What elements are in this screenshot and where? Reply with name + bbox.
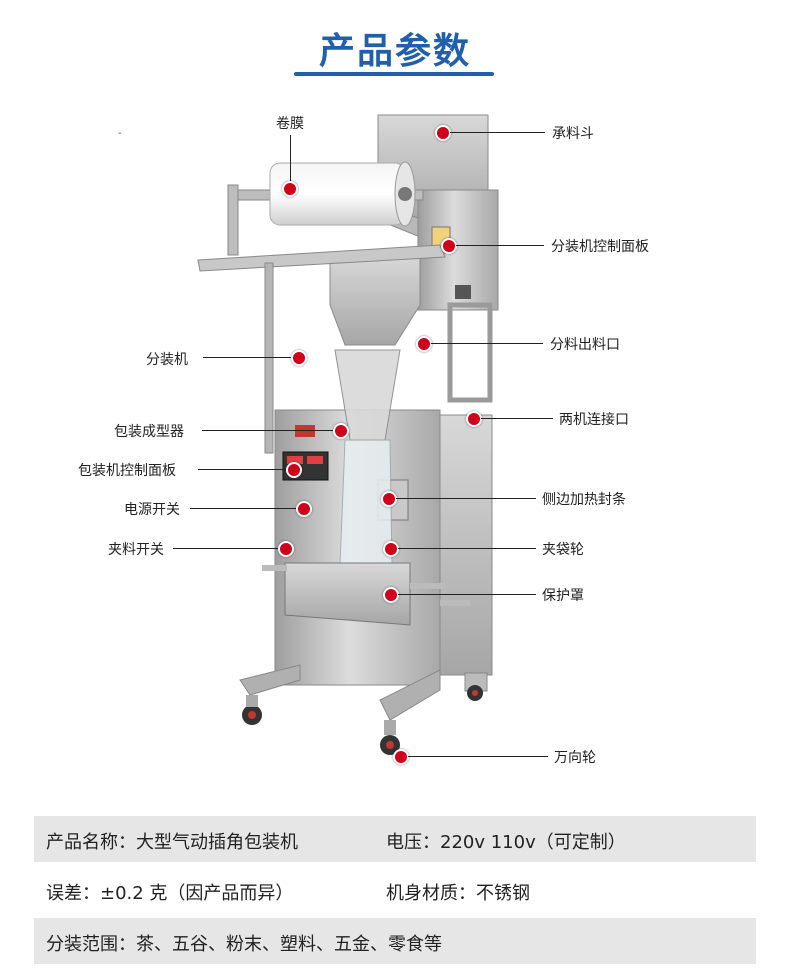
marker-doser	[291, 350, 307, 366]
page-title: 产品参数	[318, 31, 471, 72]
machine-diagram: 卷膜 承料斗 分装机控制面板 分装机 分料出料口 包装成型器 两机连接口 包装机…	[0, 95, 790, 805]
spec-voltage: 电压：220v 110v（可定制）	[386, 832, 626, 853]
leader-guard	[398, 594, 536, 595]
marker-dosing-outlet	[416, 336, 432, 352]
leader-film-roll	[290, 135, 291, 187]
callout-dosing-panel: 分装机控制面板	[551, 239, 649, 255]
spec-material: 机身材质：不锈钢	[386, 883, 530, 904]
callout-doser: 分装机	[146, 352, 188, 368]
leader-packer-panel	[198, 469, 286, 470]
callout-clamp-switch: 夹料开关	[108, 542, 164, 558]
spec-row-1: 产品名称：大型气动插角包装机 电压：220v 110v（可定制）	[34, 816, 756, 862]
callout-caster: 万向轮	[554, 750, 596, 766]
title-underline	[294, 72, 494, 76]
leader-bag-former	[202, 430, 334, 431]
stray-mark: -	[118, 128, 122, 139]
callout-hopper: 承料斗	[552, 126, 594, 142]
marker-bag-former	[333, 423, 349, 439]
spec-tolerance: 误差：±0.2 克（因产品而异）	[46, 883, 294, 904]
leader-side-sealer	[396, 498, 536, 499]
forming-tube	[334, 349, 401, 566]
leader-dosing-panel	[456, 245, 544, 246]
callout-dosing-outlet: 分料出料口	[550, 337, 620, 353]
guard-box	[262, 562, 470, 626]
callout-link-port: 两机连接口	[559, 412, 629, 428]
callout-bag-wheel: 夹袋轮	[542, 542, 584, 558]
callout-film-roll: 卷膜	[276, 116, 304, 132]
leader-caster	[408, 756, 548, 757]
marker-link-port	[466, 411, 482, 427]
callout-packer-panel: 包装机控制面板	[78, 463, 176, 479]
spec-row-2: 误差：±0.2 克（因产品而异） 机身材质：不锈钢	[34, 867, 756, 913]
marker-side-sealer	[381, 491, 397, 507]
leader-clamp-switch	[173, 548, 279, 549]
marker-clamp-switch	[278, 541, 294, 557]
leader-doser	[203, 357, 291, 358]
marker-hopper	[435, 125, 451, 141]
marker-bag-wheel	[383, 541, 399, 557]
marker-guard	[383, 587, 399, 603]
machine-illustration	[197, 114, 499, 755]
callout-guard: 保护罩	[542, 588, 584, 604]
marker-film-roll	[282, 181, 298, 197]
marker-packer-panel	[286, 462, 302, 478]
film-roll	[269, 161, 416, 227]
spec-range: 分装范围：茶、五谷、粉末、塑料、五金、零食等	[46, 934, 442, 955]
callout-bag-former: 包装成型器	[114, 424, 184, 440]
spec-product-name: 产品名称：大型气动插角包装机	[46, 832, 298, 853]
base-frame	[239, 664, 488, 755]
leader-hopper	[450, 132, 545, 133]
marker-power-switch	[296, 501, 312, 517]
marker-dosing-panel	[441, 238, 457, 254]
leader-bag-wheel	[398, 548, 536, 549]
callout-side-sealer: 侧边加热封条	[542, 492, 626, 508]
leader-link-port	[481, 418, 553, 419]
leader-power-switch	[190, 508, 296, 509]
callout-power-switch: 电源开关	[124, 502, 180, 518]
marker-caster	[393, 749, 409, 765]
spec-row-3: 分装范围：茶、五谷、粉末、塑料、五金、零食等	[34, 918, 756, 964]
leader-dosing-outlet	[431, 343, 543, 344]
